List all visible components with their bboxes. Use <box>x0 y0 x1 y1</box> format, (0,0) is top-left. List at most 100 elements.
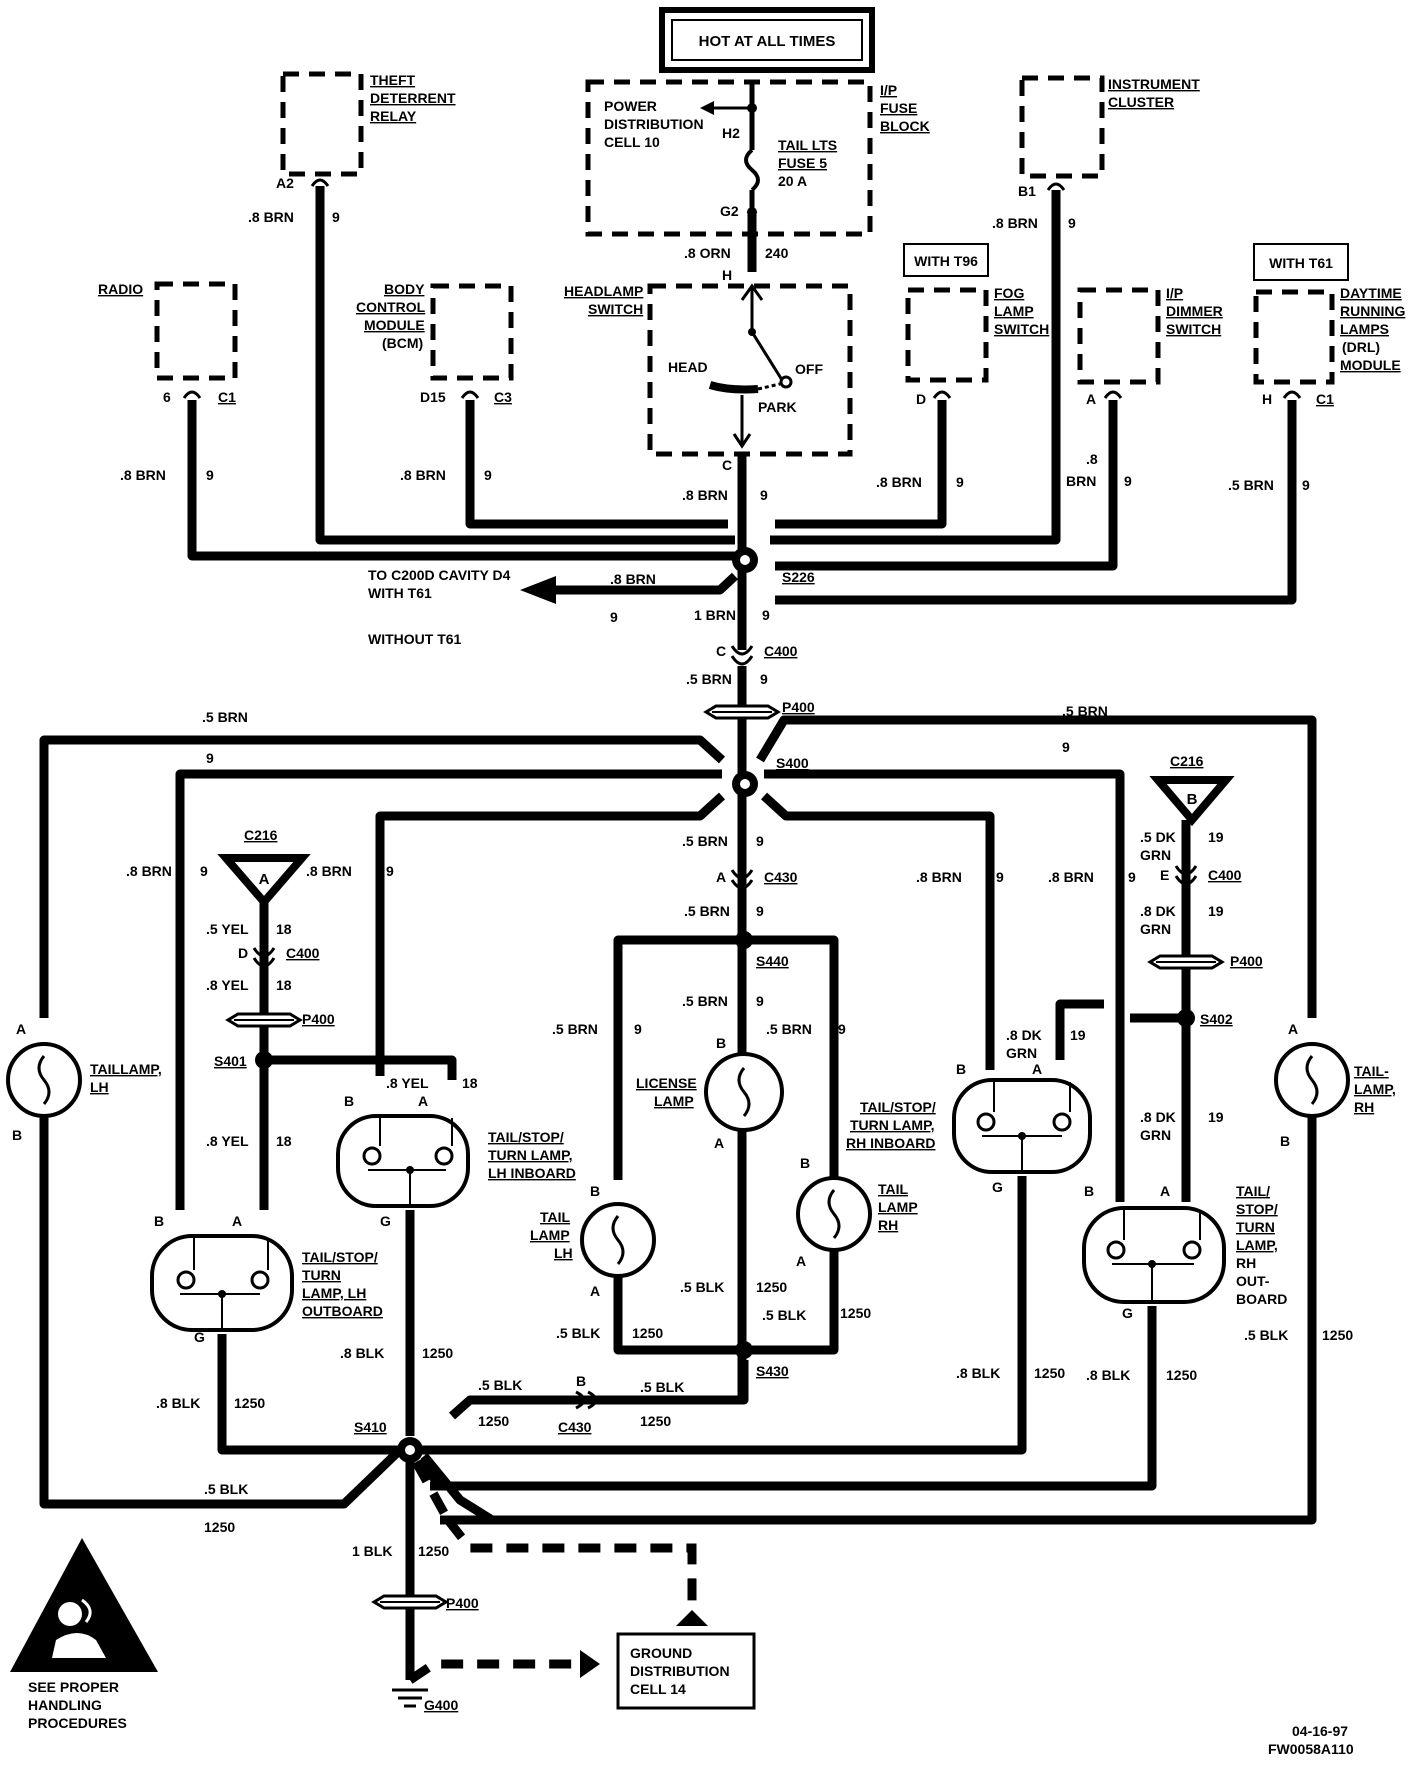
c430-connector: A C430 <box>716 869 798 890</box>
radio-c1: C1 <box>218 389 236 405</box>
tail-lamp-rh: B A TAIL LAMP RH <box>796 1155 918 1269</box>
dkgrn-out-label-2: GRN <box>1140 1127 1171 1143</box>
out-lh-label-2: TURN <box>302 1267 341 1283</box>
in-lh-wire-label: .8 BRN <box>306 863 352 879</box>
dkgrn08-wire-circuit: 19 <box>1208 903 1224 919</box>
p400-ground-label: P400 <box>446 1595 479 1611</box>
yel05-wire-label: .5 YEL <box>206 921 249 937</box>
out-rh-pin-b: B <box>1084 1183 1094 1199</box>
tl-rh-label-2: LAMP, <box>1354 1081 1396 1097</box>
dkgrn05-wire-label-1: .5 DK <box>1140 829 1176 845</box>
p400-lh: P400 <box>225 1011 335 1028</box>
c430-in-wire-circuit: 9 <box>756 833 764 849</box>
drl-label-1: DAYTIME <box>1340 285 1402 301</box>
in-rh-pin-g: G <box>992 1179 1003 1195</box>
tail-rh-pin-b: B <box>800 1155 810 1171</box>
fog-label-3: SWITCH <box>994 321 1049 337</box>
out-rh-pin-a: A <box>1160 1183 1170 1199</box>
esd-warning: SEE PROPER HANDLING PROCEDURES <box>10 1538 158 1731</box>
out-lh-wire-label: .8 BRN <box>126 863 172 879</box>
s430-label: S430 <box>756 1363 789 1379</box>
headlamp-c-wire-label: .8 BRN <box>682 487 728 503</box>
tail-rh-wire-label: .5 BRN <box>766 1021 812 1037</box>
footer-date: 04-16-97 <box>1292 1723 1348 1739</box>
bcm-label-4: (BCM) <box>382 335 423 351</box>
out-rh-label-3: TURN <box>1236 1219 1275 1235</box>
in-rh-wire-circuit: 9 <box>996 869 1004 885</box>
out-lh-pin-a: A <box>232 1213 242 1229</box>
yel08-in-wire-label: .8 YEL <box>386 1075 429 1091</box>
in-lh-pin-b: B <box>344 1093 354 1109</box>
cluster-wire-circuit: 9 <box>1068 215 1076 231</box>
dkgrn-inb-circuit: 19 <box>1070 1027 1086 1043</box>
tail-lamp-lh: B A TAIL LAMP LH <box>530 1183 656 1299</box>
with-t96-label: WITH T96 <box>914 253 978 269</box>
c216-b-pin: B <box>1187 791 1198 808</box>
p400-upper: P400 <box>703 699 815 720</box>
tl-lh-wire-circuit: 9 <box>206 750 214 766</box>
out-rh-wire-circuit: 9 <box>1128 869 1136 885</box>
tst-lamp-lh-inboard: B A G TAIL/STOP/ TURN LAMP, LH INBOARD <box>336 1093 576 1229</box>
without-t61-label: WITHOUT T61 <box>368 631 462 647</box>
tail-rh-gnd-label: .5 BLK <box>762 1307 806 1323</box>
theft-label-2: DETERRENT <box>370 90 456 106</box>
out-rh-gnd-circuit: 1250 <box>1166 1367 1197 1383</box>
tail-rh-label-1: TAIL <box>878 1181 909 1197</box>
park-label: PARK <box>758 399 797 415</box>
wire-label-orn: .8 ORN <box>684 245 731 261</box>
ground-distribution-cell: GROUND DISTRIBUTION CELL 14 <box>616 1632 756 1710</box>
body-control-module: BODY CONTROL MODULE (BCM) D15 C3 <box>356 281 514 405</box>
tail-lh-wire-circuit: 9 <box>634 1021 642 1037</box>
cluster-pin-b1: B1 <box>1018 183 1036 199</box>
gdc-label-3: CELL 14 <box>630 1681 686 1697</box>
tail-rh-wire-circuit: 9 <box>838 1021 846 1037</box>
pdc-label-1: POWER <box>604 98 657 114</box>
tail-lh-pin-b: B <box>590 1183 600 1199</box>
c400-lh-pin-d: D <box>238 945 248 961</box>
radio-wire-circuit: 9 <box>206 467 214 483</box>
handling-label-1: SEE PROPER <box>28 1679 119 1695</box>
c400-rh-pin-e: E <box>1160 867 1169 883</box>
tl-rh-gnd-circuit: 1250 <box>1322 1327 1353 1343</box>
radio-label: RADIO <box>98 281 143 297</box>
tst-lamp-rh-inboard: B A G TAIL/STOP/ TURN LAMP, RH INBOARD <box>846 1061 1092 1195</box>
head-label: HEAD <box>668 359 708 375</box>
in-lh-label-2: TURN LAMP, <box>488 1147 573 1163</box>
license-pin-b: B <box>716 1035 726 1051</box>
footer-code: FW0058A110 <box>1268 1741 1354 1757</box>
tl-rh-label-3: RH <box>1354 1099 1374 1115</box>
fog-label-1: FOG <box>994 285 1024 301</box>
s440-label: S440 <box>756 953 789 969</box>
tail-lh-label-3: LH <box>554 1245 573 1261</box>
h2-label: H2 <box>722 125 740 141</box>
p400-lh-label: P400 <box>302 1011 335 1027</box>
bcm-wire-label: .8 BRN <box>400 467 446 483</box>
fuse-number: FUSE 5 <box>778 155 827 171</box>
c430b-label: C430 <box>558 1419 592 1435</box>
p400-upper-label: P400 <box>782 699 815 715</box>
license-gnd-label: .5 BLK <box>680 1279 724 1295</box>
yel08-wire-circuit: 18 <box>276 977 292 993</box>
tail-rh-label-3: RH <box>878 1217 898 1233</box>
ip-fuse-block-label-2: FUSE <box>880 100 917 116</box>
in-rh-gnd-label: .8 BLK <box>956 1365 1000 1381</box>
wire-circuit-240: 240 <box>765 245 789 261</box>
off-label: OFF <box>795 361 823 377</box>
p400-rh-label: P400 <box>1230 953 1263 969</box>
license-label-2: LAMP <box>654 1093 694 1109</box>
dimmer-wire-label-1: .8 <box>1086 451 1098 467</box>
in-rh-label-3: RH INBOARD <box>846 1135 935 1151</box>
s400-label: S400 <box>776 755 809 771</box>
out-rh-pin-g: G <box>1122 1305 1133 1321</box>
in-lh-pin-g: G <box>380 1213 391 1229</box>
p400-rh: P400 <box>1147 953 1263 970</box>
license-pin-a: A <box>714 1135 724 1151</box>
headlamp-pin-c: C <box>722 457 732 473</box>
fog-wire-circuit: 9 <box>956 474 964 490</box>
fuse-icon <box>744 148 760 192</box>
c400-connector-lh: D C400 <box>238 945 320 968</box>
dkgrn05-wire-label-2: GRN <box>1140 847 1171 863</box>
g400-label: G400 <box>424 1697 458 1713</box>
ip-fuse-block-label-1: I/P <box>880 82 897 98</box>
